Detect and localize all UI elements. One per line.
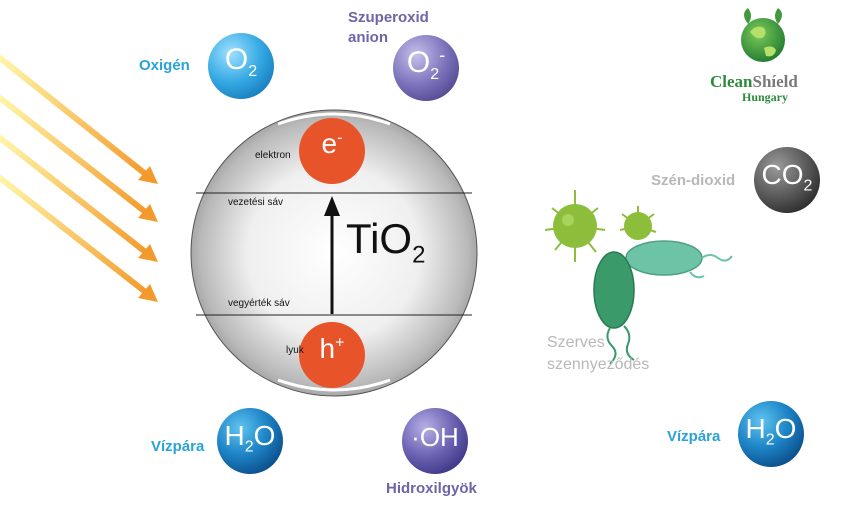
- conduction-band-label: vezetési sáv: [228, 197, 284, 208]
- co2-label: Szén-dioxid: [651, 172, 736, 189]
- electron-symbol: e-: [299, 128, 365, 160]
- superoxide-formula: O: [406, 46, 431, 79]
- superoxide-molecule: O2-: [393, 35, 459, 101]
- superoxide-ball: [393, 35, 459, 101]
- globe-icon: [741, 8, 785, 62]
- co2-formula: CO: [761, 159, 804, 190]
- water-left-molecule: H2O: [217, 408, 283, 474]
- water-right-o: O: [774, 413, 797, 444]
- hydroxyl-label: Hidroxilgyök: [386, 480, 477, 497]
- tio2-sub: 2: [412, 241, 426, 269]
- water-left-o: O: [253, 420, 276, 451]
- bacteria-icon: [544, 190, 733, 365]
- electron-symbol-text: e: [321, 128, 338, 159]
- tio2-sphere: [190, 109, 478, 397]
- co2-sub: 2: [803, 177, 813, 195]
- logo-shield-text: Shíeld: [752, 72, 798, 91]
- oxygen-formula: O: [224, 43, 249, 76]
- water-right-h: H: [745, 413, 766, 444]
- hydroxyl-formula: ·OH: [411, 422, 459, 452]
- hydroxyl-ball: [402, 408, 468, 474]
- logo-country-text: Hungary: [741, 90, 788, 104]
- water-right-ball: [738, 401, 804, 467]
- organic-label-line2: szennyeződés: [547, 356, 650, 373]
- water-left-sub: 2: [244, 438, 254, 456]
- water-right-label: Vízpára: [667, 428, 721, 445]
- oxygen-ball: [208, 33, 274, 99]
- hydroxyl-molecule: ·OH: [402, 408, 468, 474]
- tio2-text: TiO: [346, 215, 413, 262]
- co2-molecule: CO2: [754, 147, 820, 213]
- oxygen-sub: 2: [248, 63, 258, 80]
- cleanshield-logo: CleanShíeld Hungary: [710, 72, 820, 105]
- oxygen-label: Oxigén: [139, 57, 190, 74]
- superoxide-label-line2: anion: [348, 29, 388, 46]
- superoxide-sub: 2: [430, 66, 440, 83]
- valence-band-label: vegyérték sáv: [228, 298, 290, 309]
- water-left-ball: [217, 408, 283, 474]
- hole-sup: +: [335, 334, 345, 352]
- oxygen-molecule: O2: [208, 33, 274, 99]
- water-right-sub: 2: [765, 431, 775, 449]
- electron-label: elektron: [255, 150, 291, 161]
- hole-label: lyuk: [286, 345, 304, 356]
- hole-symbol-text: h: [319, 333, 336, 364]
- hole-symbol: h+: [299, 333, 365, 365]
- water-left-h: H: [224, 420, 245, 451]
- sun-rays: [0, 55, 158, 302]
- superoxide-sup: -: [439, 45, 446, 65]
- superoxide-label-line1: Szuperoxid: [348, 9, 429, 26]
- tio2-formula: TiO2: [346, 215, 425, 269]
- water-right-molecule: H2O: [738, 401, 804, 467]
- logo-clean-text: Clean: [710, 72, 753, 91]
- organic-label-line1: Szerves: [547, 334, 605, 351]
- co2-ball: [754, 147, 820, 213]
- water-left-label: Vízpára: [151, 438, 205, 455]
- electron-sup: -: [337, 129, 343, 147]
